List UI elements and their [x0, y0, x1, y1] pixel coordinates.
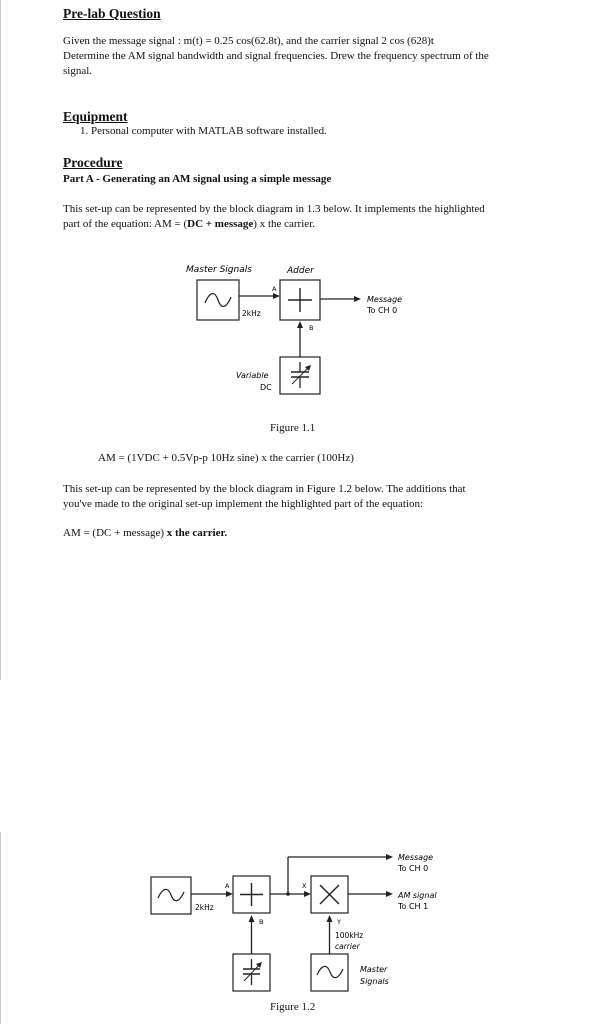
fig2-carrier-label-1: 100kHz — [335, 931, 363, 940]
figure-1-2-diagram: A 2kHz X Message To CH 0 AM signal To CH… — [150, 853, 437, 992]
fig2-am-label-1: AM signal — [397, 891, 437, 900]
part-a-title: Part A - Generating an AM signal using a… — [63, 173, 332, 185]
fig1-message-label-2: To CH 0 — [366, 306, 397, 315]
sine-wave-icon — [204, 293, 232, 307]
fig1-port-a: A — [272, 285, 277, 293]
eq2-text-a: AM = (DC + message) — [63, 527, 167, 539]
para1-text-bold: DC + message — [187, 218, 254, 230]
page-edge-top — [0, 0, 1, 680]
fig1-master-signals-label: Master Signals — [186, 265, 252, 275]
prelab-line-3: signal. — [63, 65, 93, 77]
sine-wave-icon — [157, 888, 185, 902]
fig1-adder-label: Adder — [286, 266, 315, 276]
fig1-variable-dc-block — [279, 356, 321, 395]
equipment-item-1: 1. Personal computer with MATLAB softwar… — [80, 125, 327, 137]
para1-line-1: This set-up can be represented by the bl… — [63, 203, 485, 215]
figure-1-1-diagram: Master Signals Adder A 2kHz Message To C… — [186, 265, 402, 395]
equation-2: AM = (DC + message) x the carrier. — [63, 526, 227, 541]
para1-line-2: part of the equation: AM = (DC + message… — [63, 217, 315, 232]
fig2-variable-dc-block — [232, 953, 271, 992]
prelab-line-2: Determine the AM signal bandwidth and si… — [63, 50, 489, 62]
para1-text-c: ) x the carrier. — [253, 218, 315, 230]
fig2-port-b: B — [259, 918, 263, 926]
fig1-oscillator-block — [196, 279, 240, 321]
fig2-am-label-2: To CH 1 — [397, 902, 428, 911]
equipment-heading: Equipment — [63, 109, 128, 124]
fig1-port-b: B — [309, 324, 313, 332]
fig2-message-label-1: Message — [398, 853, 433, 862]
fig2-carrier-label-2: carrier — [335, 942, 361, 951]
prelab-heading: Pre-lab Question — [63, 6, 161, 21]
variable-capacitor-icon — [243, 959, 262, 985]
eq2-text-bold: x the carrier. — [166, 527, 228, 539]
variable-capacitor-icon — [291, 362, 311, 388]
fig2-message-label-2: To CH 0 — [397, 864, 428, 873]
figure-1-2-caption: Figure 1.2 — [270, 1001, 316, 1013]
procedure-heading: Procedure — [63, 155, 123, 170]
prelab-line-1: Given the message signal : m(t) = 0.25 c… — [63, 35, 434, 47]
fig2-freq-label: 2kHz — [195, 903, 214, 912]
fig2-port-x: X — [302, 882, 307, 890]
fig2-port-y: Y — [336, 918, 341, 926]
page-edge-bottom — [0, 832, 1, 1024]
am-equation: AM = (1VDC + 0.5Vp-p 10Hz sine) x the ca… — [98, 452, 354, 464]
fig1-dc-label: DC — [260, 383, 272, 392]
fig2-port-a: A — [225, 882, 230, 890]
fig2-master-label-1: Master — [360, 965, 388, 974]
para1-text-a: part of the equation: AM = ( — [63, 218, 188, 230]
para2-line-2: you've made to the original set-up imple… — [63, 498, 424, 510]
para2-line-1: This set-up can be represented by the bl… — [63, 483, 466, 495]
fig2-oscillator-block — [150, 876, 192, 915]
fig1-variable-label: Variable — [236, 371, 269, 380]
fig2-carrier-oscillator-block — [310, 953, 349, 992]
fig2-master-label-2: Signals — [360, 977, 389, 986]
fig1-adder-block — [279, 279, 321, 321]
sine-wave-icon — [316, 965, 344, 979]
fig1-freq-label: 2kHz — [242, 309, 261, 318]
fig1-message-label-1: Message — [367, 295, 402, 304]
figure-1-1-caption: Figure 1.1 — [270, 422, 316, 434]
